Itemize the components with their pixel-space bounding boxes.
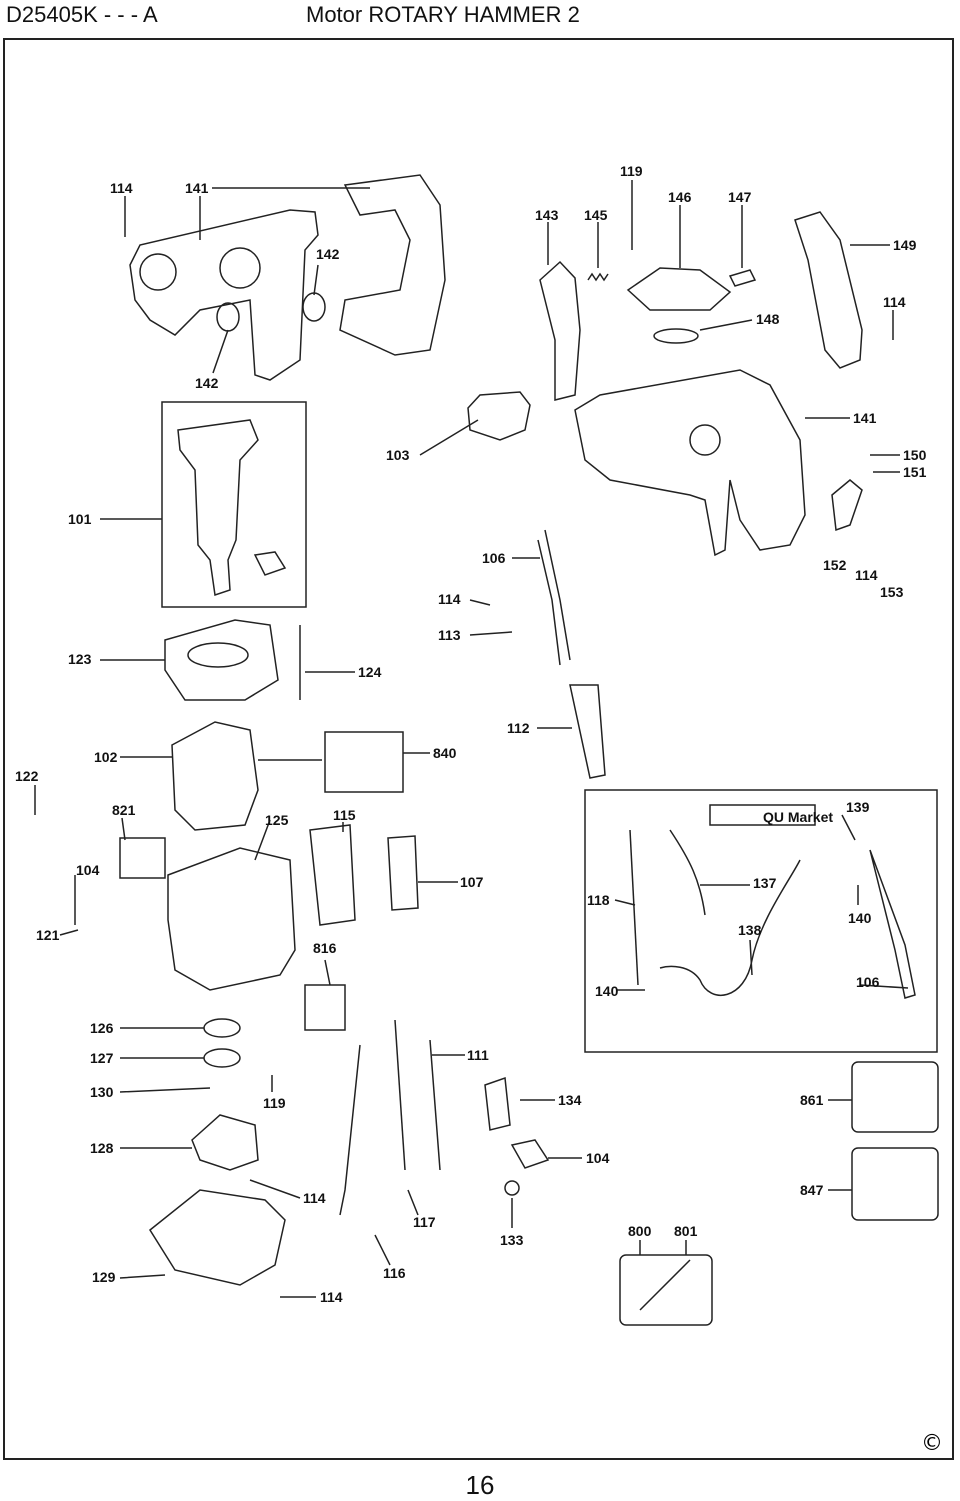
callout-label: 112 (507, 720, 530, 736)
callout-label: 150 (903, 447, 927, 463)
callout-label: 104 (76, 862, 100, 878)
callout-label: 138 (738, 922, 762, 938)
callout-label: 115 (333, 807, 356, 823)
callout-label: 847 (800, 1182, 824, 1198)
callout-label: 149 (893, 237, 917, 253)
callout-label: 139 (846, 799, 870, 815)
callout-label: 129 (92, 1269, 116, 1285)
housing-right-drawing (574, 369, 806, 557)
page-title: Motor ROTARY HAMMER 2 (306, 2, 580, 27)
callout-label: 153 (880, 584, 904, 600)
callout-label: 118 (587, 892, 610, 908)
callout-label: 130 (90, 1084, 114, 1100)
callout-label: 103 (386, 447, 410, 463)
callout-label: 106 (482, 550, 506, 566)
callout-label: 801 (674, 1223, 698, 1239)
callout-label: 117 (413, 1214, 436, 1230)
qu-market-label: QU Market (763, 809, 833, 825)
callout-label: 122 (15, 768, 39, 784)
brush-plate-drawing (164, 619, 279, 701)
copyright-symbol: © (921, 1431, 943, 1456)
callout-label: 147 (728, 189, 752, 205)
callout-label: 114 (438, 591, 461, 607)
callout-label: 141 (185, 180, 209, 196)
armature-drawing (177, 419, 259, 596)
callout-label: 127 (90, 1050, 114, 1066)
cover-drawing (626, 267, 732, 311)
callout-label: 816 (313, 940, 337, 956)
callout-label: 124 (358, 664, 382, 680)
switch-module-drawing (467, 391, 531, 441)
callout-label: 840 (433, 745, 457, 761)
callout-label: 107 (460, 874, 484, 890)
callout-label: 152 (823, 557, 847, 573)
callout-label: 126 (90, 1020, 114, 1036)
housing-left-drawing (129, 209, 319, 381)
model-number: D25405K - - - A (6, 2, 158, 27)
callout-label: 133 (500, 1232, 524, 1248)
callout-label: 102 (94, 749, 118, 765)
callout-label: 125 (265, 812, 289, 828)
callout-label: 121 (36, 927, 60, 943)
callout-label: 134 (558, 1092, 582, 1108)
callout-label: 123 (68, 651, 92, 667)
handle-half-drawing (339, 174, 446, 356)
callout-label: 140 (595, 983, 619, 999)
callout-label: 114 (320, 1289, 343, 1305)
callout-label: 146 (668, 189, 692, 205)
callout-label: 119 (263, 1095, 286, 1111)
callout-labels: 114 141 142 142 119 143 145 146 147 149 114 148 141 1… (15, 163, 927, 1305)
switch-drawing (539, 260, 581, 401)
callout-label: 143 (535, 207, 559, 223)
strain-relief-drawing (569, 684, 606, 779)
diagram-frame (3, 38, 954, 1460)
callout-label: 114 (110, 180, 133, 196)
end-cap-drawing (149, 1189, 286, 1286)
callout-label: 114 (883, 294, 906, 310)
callout-label: 116 (383, 1265, 406, 1281)
callout-label: 148 (756, 311, 780, 327)
callout-label: 113 (438, 627, 461, 643)
callout-label: 142 (316, 246, 340, 262)
side-handle-drawing (794, 211, 863, 369)
callout-label: 128 (90, 1140, 114, 1156)
callout-label: 861 (800, 1092, 824, 1108)
callout-label: 145 (584, 207, 608, 223)
field-drawing (171, 721, 259, 831)
qu-market-box (584, 789, 938, 1053)
callout-label: 119 (620, 163, 643, 179)
callout-label: 104 (586, 1150, 610, 1166)
callout-label: 821 (112, 802, 136, 818)
callout-label: 141 (853, 410, 877, 426)
callout-label: 140 (848, 910, 872, 926)
callout-label: 106 (856, 974, 880, 990)
page-number: 16 (465, 1470, 495, 1500)
callout-label: 114 (303, 1190, 326, 1206)
callout-label: 800 (628, 1223, 652, 1239)
callout-label: 151 (903, 464, 927, 480)
callout-label: 137 (753, 875, 777, 891)
callout-label: 111 (467, 1047, 489, 1063)
callout-label: 101 (68, 511, 92, 527)
motor-housing-drawing (167, 847, 296, 991)
armature-box (161, 401, 307, 608)
callout-label: 114 (855, 567, 878, 583)
callout-label: 142 (195, 375, 219, 391)
